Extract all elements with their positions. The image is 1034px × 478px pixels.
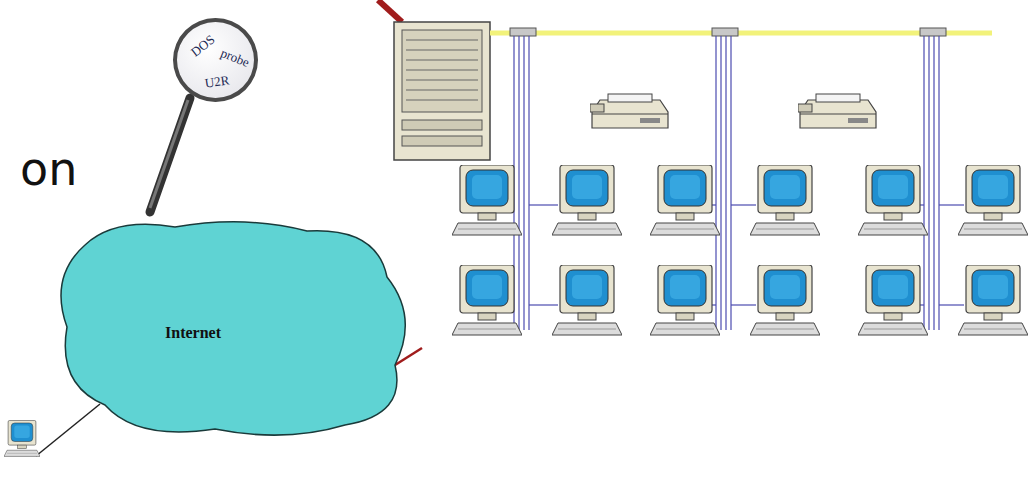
cloud-outline — [45, 215, 423, 443]
cloud-label: Internet — [165, 324, 221, 342]
attack-class: DOS — [188, 32, 218, 61]
remote-computer — [4, 420, 40, 456]
workstations — [452, 165, 1028, 335]
printer — [798, 94, 876, 128]
cloud-shape — [61, 222, 405, 435]
server-tower — [394, 22, 490, 160]
magnifier-handle-shine — [150, 100, 188, 208]
title-fragment: on — [20, 142, 77, 196]
magnifier-lens: DOSprobeU2R — [173, 18, 258, 102]
uplink-cable — [378, 0, 402, 22]
attack-class: U2R — [204, 72, 231, 91]
printer — [590, 94, 668, 128]
backbone-bus — [490, 31, 992, 36]
internet-cloud: Internet — [45, 215, 423, 443]
remote-link — [36, 404, 100, 456]
magnifier-handle — [150, 98, 190, 212]
attack-class: probe — [218, 45, 251, 71]
